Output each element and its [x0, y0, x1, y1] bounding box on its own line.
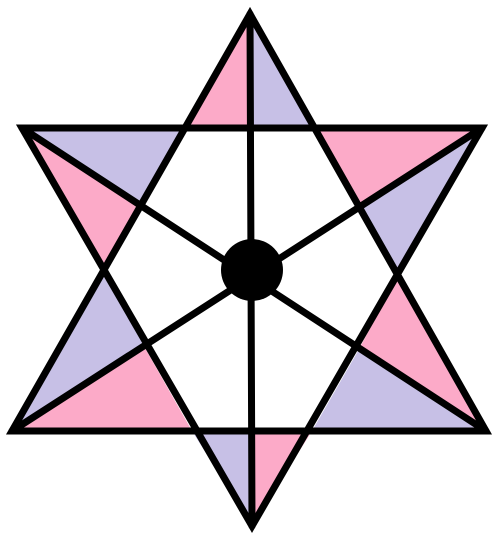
upper-right-point-top	[314, 128, 482, 206]
upper-left-point-bottom	[22, 128, 138, 272]
lower-left-point-bottom	[12, 348, 192, 431]
upper-right-point-bottom	[361, 128, 482, 272]
star-point-fills	[12, 14, 486, 526]
lower-right-point-bottom	[312, 351, 486, 431]
lower-right-point-top	[358, 272, 486, 431]
upper-left-point-top	[22, 128, 184, 206]
lower-left-point-top	[12, 272, 145, 431]
center-dot	[221, 239, 283, 301]
